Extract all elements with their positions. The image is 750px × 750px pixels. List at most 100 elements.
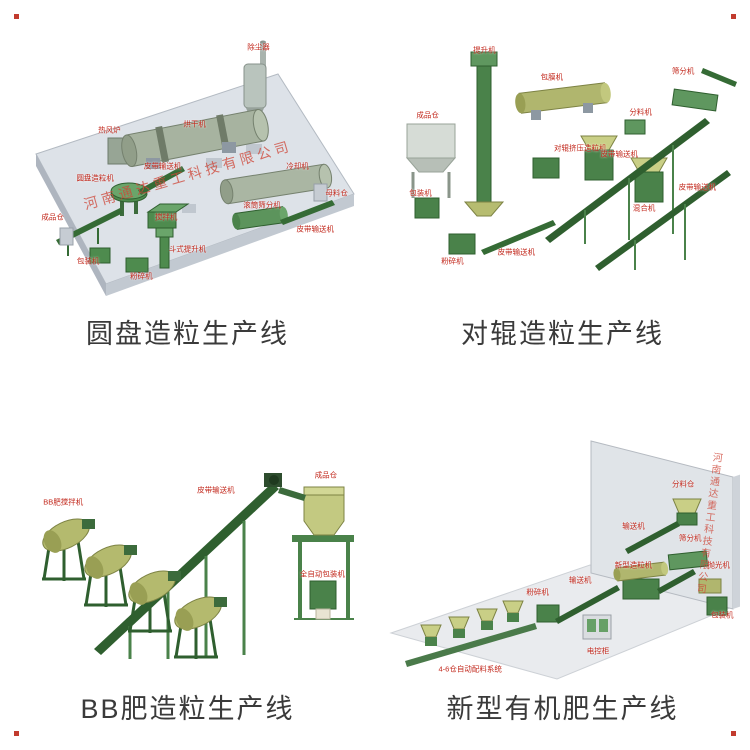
belt-conveyor — [595, 170, 731, 271]
packing-machine — [309, 580, 337, 620]
bb-mixer — [128, 570, 181, 633]
roller-granulator — [580, 135, 618, 181]
bucket-elevator — [463, 51, 505, 217]
belt-conveyor — [138, 166, 185, 195]
crusher — [536, 604, 560, 623]
feeder-machine — [532, 157, 560, 179]
belt-conveyor — [701, 68, 737, 87]
packing-machine — [89, 247, 111, 264]
machine-label: 成品仓 — [416, 110, 439, 120]
machine-label: 皮带输送机 — [296, 223, 335, 233]
machine-labels: BB肥搅拌机 皮带输送机 成品仓全自动包装机 — [10, 383, 365, 681]
machine-label: 粉碎机 — [130, 271, 153, 281]
machine-label: 包膜机 — [540, 71, 564, 81]
machine-label: 母料仓 — [325, 188, 348, 197]
bb-line-drawing — [42, 473, 354, 659]
machine-label: 粉碎机 — [526, 586, 549, 596]
coating-machine — [515, 82, 611, 114]
bb-mixer — [42, 518, 95, 581]
machine-label: 斗式提升机 — [168, 244, 207, 254]
machine-label: 搅拌机 — [154, 211, 178, 221]
machine-labels: 提升机包膜机筛分机分料机对辊挤压造粒机混合机成品仓包装机粉碎机皮带输送机皮带输送… — [385, 8, 740, 306]
machine-label: 包装机 — [76, 256, 100, 266]
packing-machine — [706, 596, 728, 616]
organic-line-drawing — [389, 440, 740, 680]
corner-mark — [14, 14, 19, 19]
machine-label: BB肥搅拌机 — [43, 497, 84, 507]
packing-machine — [414, 197, 440, 219]
mixer — [146, 203, 190, 229]
control-cabinet — [582, 614, 612, 640]
illustration-disc-granulation: 河南通达重工科技有限公司 除尘器烘干机热风炉皮带输送机圆盘造粒机搅拌机成品仓包装… — [10, 8, 365, 306]
belt-conveyor — [625, 521, 680, 554]
machine-label: 筛分机 — [671, 65, 695, 75]
screening-machine — [667, 550, 709, 571]
machine-label: 新型造粒机 — [614, 560, 653, 570]
machine-label: 烘干机 — [183, 119, 206, 129]
distribution-hopper — [672, 498, 702, 526]
machine-label: 滚筒筛分机 — [243, 199, 281, 209]
caption-organic-fertilizer: 新型有机肥生产线 — [446, 694, 679, 724]
roller-line-drawing — [405, 51, 737, 271]
machine-label: 对辊挤压造粒机 — [554, 143, 607, 153]
machine-label: 输送机 — [569, 574, 592, 584]
machine-label: 皮带输送机 — [497, 247, 536, 257]
illustration-roller-granulation: 提升机包膜机筛分机分料机对辊挤压造粒机混合机成品仓包装机粉碎机皮带输送机皮带输送… — [385, 8, 740, 306]
machine-label: 包装机 — [409, 188, 432, 197]
machine-label: 除尘器 — [247, 41, 270, 51]
panel-bb-fertilizer-line: BB肥搅拌机 皮带输送机 成品仓全自动包装机 BB肥造粒生产线 — [0, 375, 375, 750]
caption-roller-granulation: 对辊造粒生产线 — [461, 319, 664, 349]
machine-labels: 除尘器烘干机热风炉皮带输送机圆盘造粒机搅拌机成品仓包装机粉碎机斗式提升机滚筒筛分… — [10, 8, 365, 306]
rotary-cooler — [219, 163, 333, 205]
bb-mixer — [84, 544, 137, 607]
panel-disc-granulation-line: 河南通达重工科技有限公司 除尘器烘干机热风炉皮带输送机圆盘造粒机搅拌机成品仓包装… — [0, 0, 375, 375]
mixer-machine — [630, 157, 668, 203]
machine-label: 热风炉 — [98, 125, 121, 135]
caption-bb-fertilizer: BB肥造粒生产线 — [80, 694, 295, 724]
machine-label: 全自动包装机 — [299, 568, 345, 578]
corner-mark — [731, 731, 736, 736]
crusher — [125, 257, 149, 273]
mother-material-silo — [313, 183, 328, 202]
panel-roller-granulation-line: 提升机包膜机筛分机分料机对辊挤压造粒机混合机成品仓包装机粉碎机皮带输送机皮带输送… — [375, 0, 750, 375]
machine-label: 4-6仓自动配料系统 — [438, 664, 502, 674]
belt-conveyor — [481, 220, 556, 255]
illustration-organic-fertilizer: 河南通达重工科技有限公司 分料仓输送机新型造粒机筛分机抛光机包装机输送机粉碎机电… — [385, 383, 740, 681]
machine-label: 混合机 — [632, 202, 656, 212]
machine-label: 分料仓 — [671, 479, 695, 489]
machine-label: 提升机 — [473, 44, 496, 54]
machine-label: 粉碎机 — [441, 256, 464, 266]
panel-organic-fertilizer-line: 河南通达重工科技有限公司 分料仓输送机新型造粒机筛分机抛光机包装机输送机粉碎机电… — [375, 375, 750, 750]
machine-label: 包装机 — [711, 610, 734, 620]
belt-conveyor — [555, 585, 620, 624]
caption-disc-granulation: 圆盘造粒生产线 — [86, 319, 289, 349]
bucket-elevator — [155, 227, 174, 269]
belt-conveyor — [657, 569, 696, 594]
crusher — [448, 233, 476, 255]
belt-conveyor — [545, 118, 710, 243]
machine-label: 成品仓 — [41, 211, 64, 221]
machine-label: 皮带输送机 — [143, 161, 182, 171]
corner-mark — [14, 731, 19, 736]
machine-label: 抛光机 — [707, 560, 730, 570]
distributor — [624, 119, 646, 135]
product-bin — [405, 123, 457, 198]
product-bin-platform — [278, 486, 354, 620]
machine-label: 成品仓 — [314, 470, 338, 480]
machine-label: 输送机 — [622, 521, 645, 531]
machine-label: 皮带输送机 — [678, 182, 717, 192]
machine-label: 皮带输送机 — [197, 485, 235, 495]
machine-label: 圆盘造粒机 — [76, 173, 114, 183]
polishing-machine — [698, 578, 722, 594]
belt-conveyor — [280, 200, 335, 225]
disc-line-drawing — [35, 40, 355, 296]
machine-label: 冷却机 — [286, 161, 309, 171]
machine-label: 分料机 — [629, 107, 652, 117]
screening-machine — [671, 88, 719, 112]
rotary-dryer — [121, 108, 269, 168]
machine-label: 电控柜 — [586, 646, 610, 656]
batching-system — [405, 600, 537, 667]
